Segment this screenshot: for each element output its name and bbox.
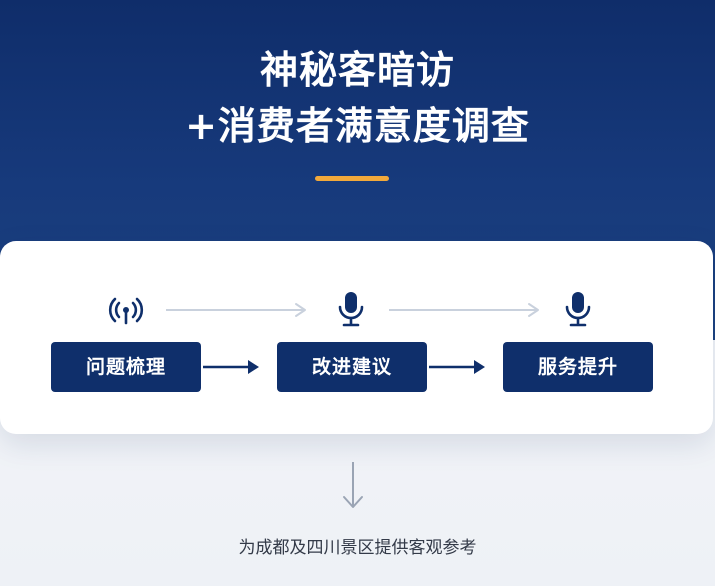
flow-arrow bbox=[429, 358, 487, 376]
step-problem-review: 问题梳理 bbox=[51, 342, 201, 392]
connector-arrow bbox=[389, 302, 541, 318]
step-service-upgrade: 服务提升 bbox=[503, 342, 653, 392]
title-line-2: +消费者满意度调查 bbox=[185, 104, 530, 148]
signal-broadcast-icon bbox=[106, 291, 146, 331]
step-improvement-suggestions: 改进建议 bbox=[277, 342, 427, 392]
down-arrow-icon bbox=[340, 462, 366, 510]
process-card bbox=[0, 241, 713, 434]
connector-arrow bbox=[166, 302, 308, 318]
footer-caption: 为成都及四川景区提供客观参考 bbox=[238, 538, 477, 558]
flow-arrow bbox=[203, 358, 261, 376]
microphone-icon bbox=[558, 289, 598, 329]
microphone-icon bbox=[331, 289, 371, 329]
title-line-1: 神秘客暗访 bbox=[259, 48, 455, 92]
accent-divider bbox=[315, 176, 389, 181]
